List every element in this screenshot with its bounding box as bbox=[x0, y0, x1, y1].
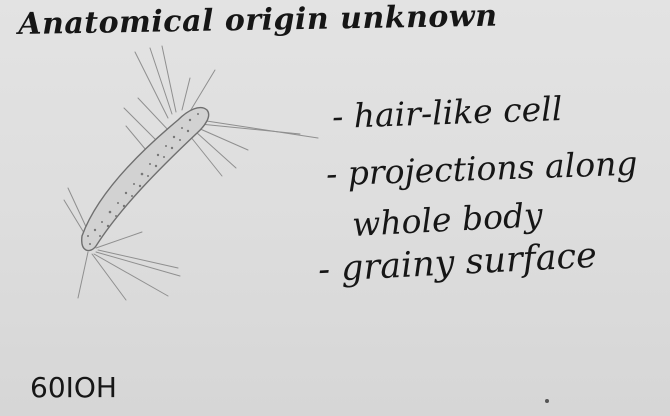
page-title: Anatomical origin unknown bbox=[18, 2, 498, 40]
paper-speck bbox=[545, 399, 549, 403]
note-projections: - projections along bbox=[326, 147, 638, 191]
note-hair-like-cell: - hair-like cell bbox=[331, 92, 562, 133]
specimen-label: 60IOH bbox=[30, 374, 117, 402]
note-whole-body: whole body bbox=[351, 198, 543, 241]
